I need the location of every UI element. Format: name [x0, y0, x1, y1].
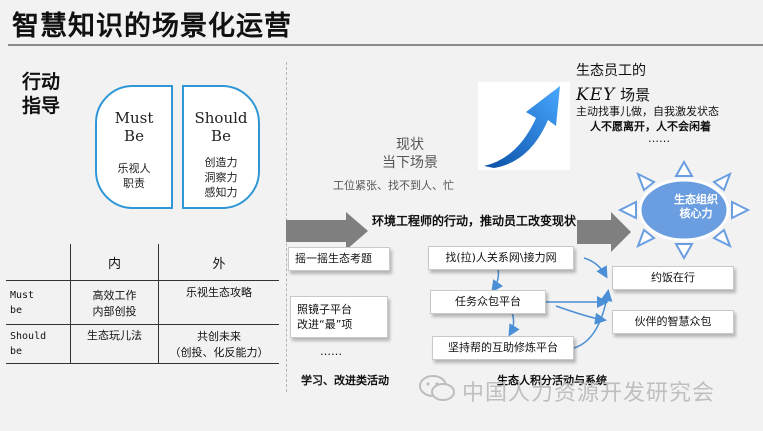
mirror-platform-box: 照镜子平台 改进“最”项 — [290, 296, 388, 338]
box-line: 改进“最”项 — [297, 317, 387, 332]
connector-line — [584, 258, 606, 276]
mutual-training-platform-box: 坚持帮的互助修炼平台 — [432, 336, 574, 360]
dinner-meetup-box: 约饭在行 — [612, 266, 734, 290]
connector-line — [556, 306, 604, 320]
left-ellipsis: …… — [320, 345, 342, 358]
relationship-network-box: 找(拉)人关系网\接力网 — [428, 246, 574, 270]
connector-line — [493, 268, 498, 290]
partner-wisdom-box: 伙伴的智慧众包 — [612, 310, 734, 334]
connector-line — [510, 313, 514, 334]
task-crowdsourcing-box: 任务众包平台 — [430, 290, 546, 314]
box-line: 照镜子平台 — [297, 302, 387, 317]
watermark-text: 中国人力资源开发研究会 — [462, 375, 715, 407]
wechat-icon — [418, 374, 456, 402]
shake-eco-quiz-box: 摇一摇生态考题 — [288, 247, 390, 271]
learning-activities-label: 学习、改进类活动 — [301, 372, 389, 388]
